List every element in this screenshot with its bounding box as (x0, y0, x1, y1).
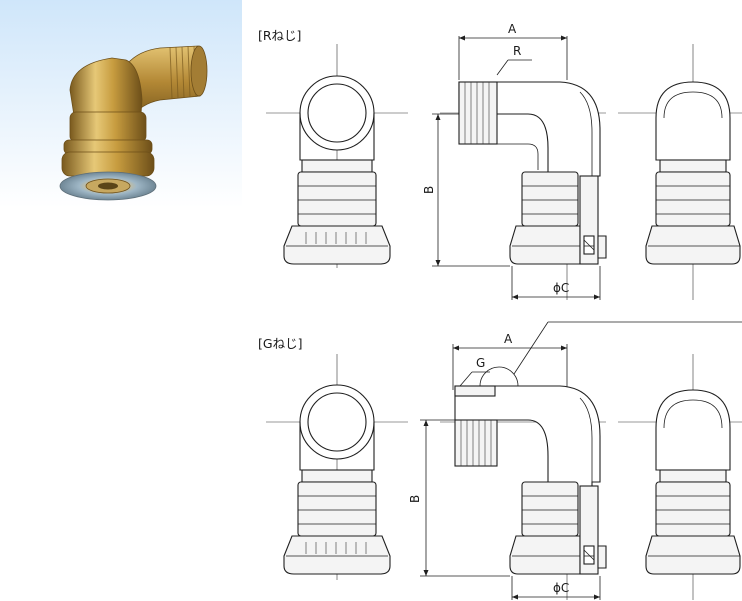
side-view-g: A G B (408, 321, 742, 600)
thread-label-r: R (513, 44, 521, 58)
section-label-g-thread: [Gねじ] (258, 336, 302, 351)
back-view-g (618, 354, 742, 600)
product-photo (0, 0, 242, 208)
dimension-b-label-r: B (422, 186, 436, 194)
side-view-r: A R B ϕC (422, 22, 607, 300)
dimension-a-label-g: A (504, 332, 513, 346)
dimension-a-label-r: A (508, 22, 517, 36)
front-view-r (266, 44, 408, 268)
back-view-r (618, 44, 742, 300)
thread-label-g: G (476, 356, 485, 370)
dimension-b-label-g: B (408, 495, 422, 503)
front-view-g (266, 354, 408, 580)
dimension-c-label-g: ϕC (553, 581, 569, 595)
section-label-r-thread: [Rねじ] (258, 28, 301, 43)
dimension-c-label-r: ϕC (553, 281, 569, 295)
